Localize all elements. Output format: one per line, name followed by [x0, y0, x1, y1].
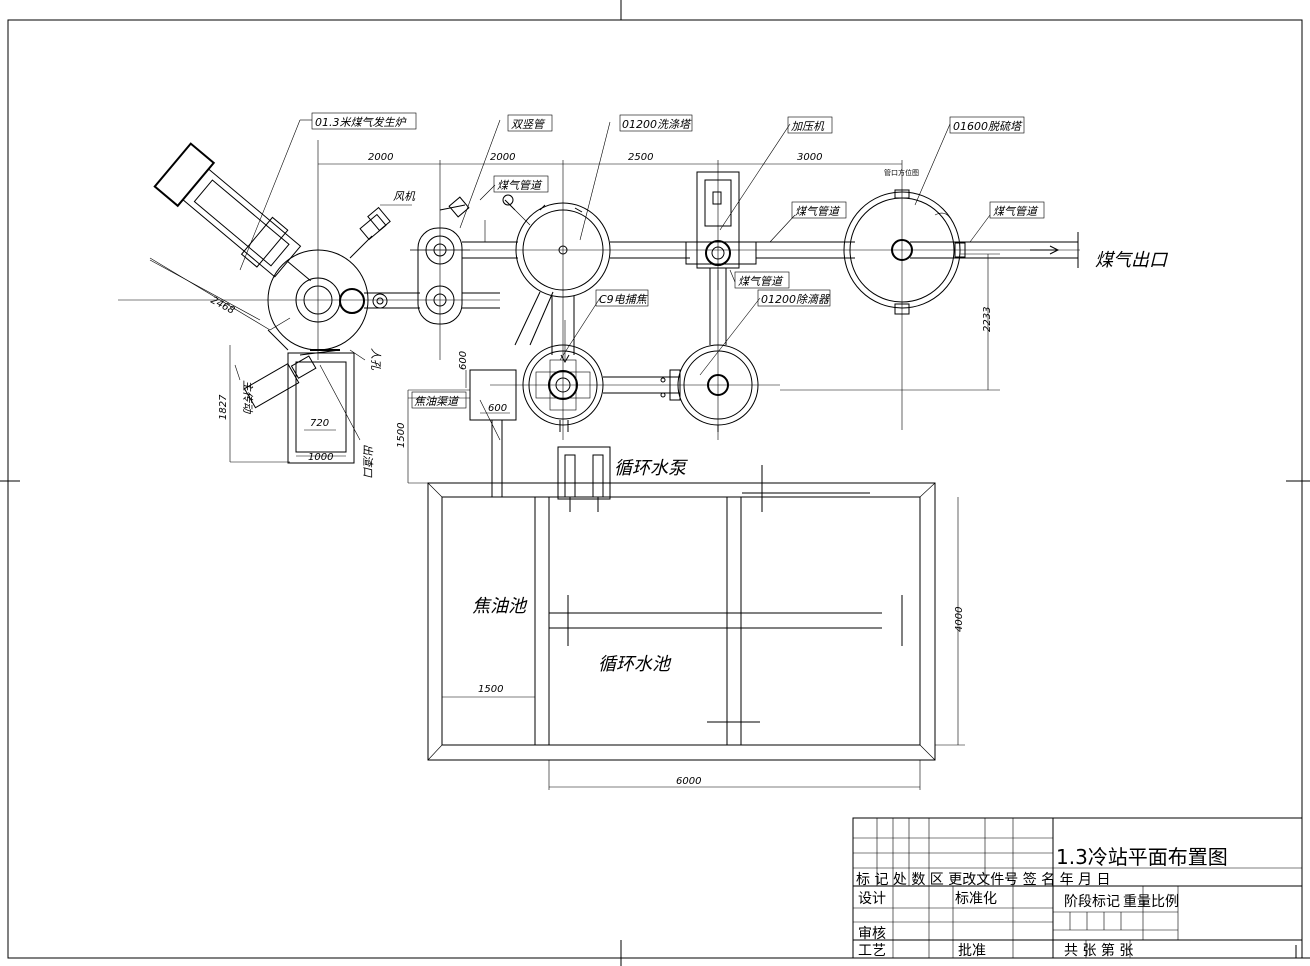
label-nozzle-note: 管口方位图: [884, 168, 919, 177]
leader-lines: [234, 119, 991, 441]
wash-tower: [514, 202, 690, 355]
booster: [685, 171, 855, 345]
dim-2000b: 2000: [490, 152, 515, 163]
label-gas-pipe-4: 煤气管道: [738, 275, 784, 288]
dim-1500v: 1500: [396, 423, 407, 448]
label-frames: [311, 112, 1045, 409]
pump: [557, 446, 611, 512]
label-demister: 01200除滴器: [761, 293, 830, 306]
tb-stage: 阶段标记: [1064, 894, 1120, 910]
labels: 01.3米煤气发生炉 双竖管 01200洗涤塔 加压机 01600脱硫塔 煤气管…: [241, 116, 1169, 675]
tb-weight: 重量: [1123, 894, 1151, 910]
pools: [408, 465, 936, 761]
label-desulfur-tower: 01600脱硫塔: [953, 120, 1023, 133]
tb-approve: 批准: [958, 943, 986, 959]
centerlines: [118, 140, 1080, 440]
tb-craft: 工艺: [858, 943, 886, 959]
dimension-lines: [149, 163, 1000, 790]
label-booster: 加压机: [791, 120, 825, 133]
gas-generator: [149, 142, 369, 409]
label-gas-generator: 01.3米煤气发生炉: [315, 116, 407, 129]
dim-1000: 1000: [308, 452, 333, 463]
gen-outlet-pipe: [339, 288, 420, 314]
dim-600v: 600: [458, 351, 469, 370]
label-precipitator: C9电捕焦: [599, 293, 649, 306]
label-water-pool: 循环水池: [598, 654, 672, 675]
tb-review: 审核: [858, 926, 886, 942]
dim-1827: 1827: [218, 394, 229, 420]
dim-600h: 600: [488, 403, 507, 414]
dim-2500: 2500: [628, 152, 653, 163]
label-tar-channel: 焦油渠道: [414, 395, 460, 408]
dim-720: 720: [310, 418, 329, 429]
tb-standard: 标准化: [955, 891, 997, 907]
label-tar-pool: 焦油池: [472, 596, 528, 617]
tb-row-marks: 标 记 处 数 区 更改文件号 签 名 年 月 日: [856, 871, 1111, 888]
dim-4000: 4000: [954, 607, 965, 632]
tb-scale: 比例: [1151, 894, 1179, 910]
ash-outlet-box: [287, 349, 355, 464]
tar-channel: [469, 369, 517, 497]
desulfur-tower: [843, 189, 1079, 315]
precipitator: [522, 320, 680, 432]
label-gas-outlet: 煤气出口: [1095, 250, 1169, 271]
label-manhole: 人孔: [369, 348, 382, 371]
double-pipe: [410, 196, 500, 325]
tb-sheets: 共 张 第 张: [1064, 942, 1133, 959]
label-gas-pipe-2: 煤气管道: [795, 205, 841, 218]
label-wash-tower: 01200洗涤塔: [622, 118, 692, 131]
pipe-to-wash: [462, 194, 531, 259]
demister: [660, 344, 759, 432]
label-ash-outlet: 出渣口: [361, 444, 374, 478]
label-pump: 循环水泵: [614, 458, 688, 479]
drawing-title: 1.3冷站平面布置图: [1056, 845, 1228, 869]
fan: [349, 204, 412, 259]
dim-3000: 3000: [797, 152, 822, 163]
label-gas-pipe-3: 煤气管道: [993, 205, 1039, 218]
label-main-drive: 主传动: [241, 380, 254, 415]
tb-design: 设计: [858, 891, 886, 907]
dim-2000a: 2000: [368, 152, 393, 163]
dim-2468: 2468: [209, 295, 237, 317]
dimension-texts: 2000 2000 2500 3000 2233 1827 1500 600 6…: [209, 152, 993, 787]
dim-1500h: 1500: [478, 684, 503, 695]
label-double-pipe: 双竖管: [511, 118, 546, 131]
label-fan: 风机: [393, 190, 416, 203]
label-gas-pipe-1: 煤气管道: [497, 179, 543, 192]
dim-6000: 6000: [676, 776, 701, 787]
dim-2233: 2233: [982, 307, 993, 332]
title-block: 1.3冷站平面布置图 标 记 处 数 区 更改文件号 签 名 年 月 日 设计 …: [852, 817, 1303, 959]
